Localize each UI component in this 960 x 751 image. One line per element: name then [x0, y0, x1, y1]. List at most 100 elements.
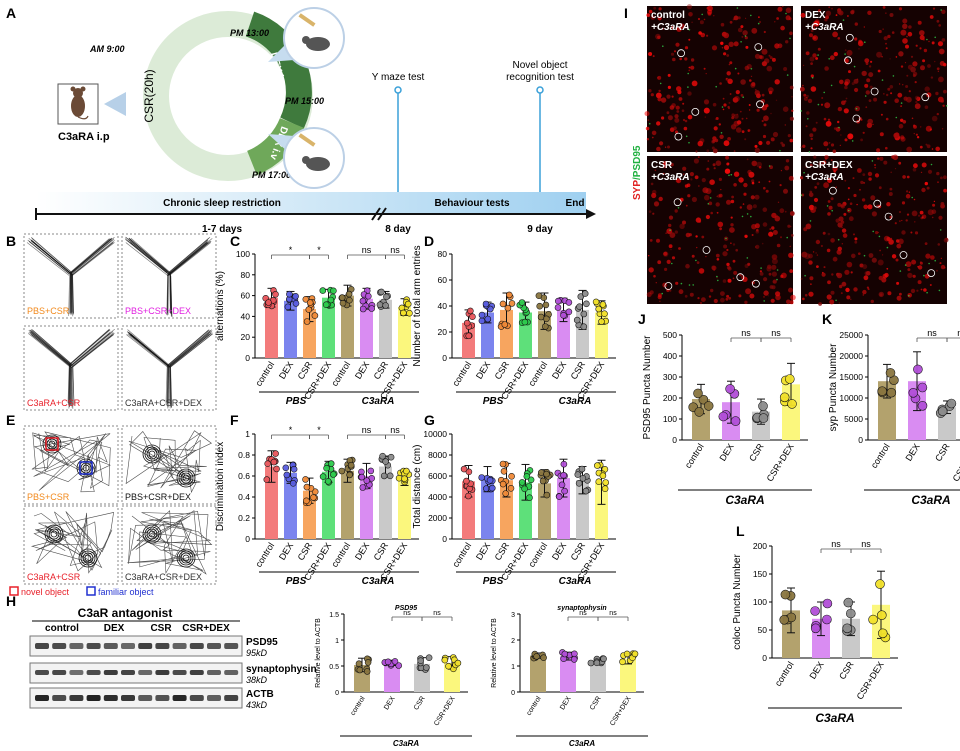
syp-puncta: [902, 120, 907, 124]
syp-puncta: [703, 99, 710, 105]
bar: [398, 478, 411, 539]
syp-puncta: [732, 259, 736, 263]
syp-puncta: [728, 296, 732, 300]
psd95-puncta: [730, 173, 733, 176]
syp-puncta: [661, 27, 664, 30]
syp-puncta: [890, 92, 893, 95]
y-tick-label: 80: [241, 270, 251, 280]
syp-puncta: [666, 259, 671, 264]
panel-label-a: A: [6, 5, 16, 21]
panel-label-j: J: [638, 311, 646, 327]
bar-label-behaviour: Behaviour tests: [434, 198, 509, 209]
syp-puncta: [729, 20, 733, 24]
syp-puncta: [648, 89, 652, 93]
object-exploration-trace: [44, 436, 60, 452]
object-exploration-trace: [50, 530, 58, 538]
syp-puncta: [862, 131, 865, 134]
object-exploration-trace: [78, 460, 94, 476]
ymaze-track: [68, 364, 71, 404]
syp-puncta: [827, 148, 829, 151]
syp-puncta: [932, 7, 936, 10]
syp-puncta: [839, 79, 844, 85]
syp-puncta: [848, 216, 854, 222]
syp-puncta: [675, 105, 680, 110]
syp-puncta: [711, 146, 715, 150]
y-tick-label: 2000: [428, 513, 447, 523]
ymaze-box-4: C3aRA+CSR+DEX: [121, 325, 217, 411]
syp-puncta: [733, 41, 739, 47]
data-point: [339, 299, 347, 307]
data-point: [286, 290, 293, 298]
psd95-puncta: [717, 279, 719, 282]
ymaze-track: [125, 242, 168, 276]
nor-label-2: recognition test: [506, 72, 574, 83]
psd95-stain-label: /PSD95: [632, 145, 643, 180]
syp-puncta: [914, 221, 916, 223]
data-point: [292, 292, 299, 300]
syp-puncta: [862, 294, 865, 296]
syp-puncta: [913, 132, 915, 135]
syp-puncta: [916, 136, 920, 139]
syp-puncta: [847, 136, 849, 139]
syp-puncta: [898, 238, 904, 245]
syp-puncta: [780, 170, 783, 172]
colocalization-circle: [752, 279, 760, 288]
blot-band: [69, 670, 84, 675]
syp-puncta: [803, 227, 808, 232]
blot-band: [138, 670, 153, 675]
syp-puncta: [738, 177, 744, 183]
syp-puncta: [748, 104, 751, 106]
blot-row-size: 95kD: [246, 648, 268, 658]
psd95-puncta: [688, 284, 691, 286]
syp-puncta: [662, 164, 668, 169]
syp-puncta: [742, 30, 748, 36]
syp-puncta: [846, 295, 851, 300]
syp-puncta: [656, 146, 661, 152]
syp-puncta: [902, 18, 908, 24]
group-label-c3ara: C3aRA: [559, 576, 592, 587]
syp-puncta: [941, 128, 944, 130]
syp-puncta: [861, 70, 867, 77]
syp-puncta: [694, 175, 699, 180]
sig-label: ns: [609, 610, 617, 617]
syp-puncta: [873, 97, 878, 102]
y-tick-label: 40: [241, 311, 251, 321]
data-point: [273, 465, 280, 473]
syp-puncta: [783, 67, 788, 71]
syp-puncta: [667, 73, 671, 77]
psd95-puncta: [687, 72, 689, 75]
psd95-puncta: [811, 77, 814, 79]
group-label-c3ara: C3aRA: [569, 739, 595, 748]
syp-puncta: [695, 217, 702, 223]
syp-puncta: [807, 98, 813, 104]
syp-puncta: [746, 204, 753, 211]
y-tick-label: 200: [663, 393, 677, 403]
syp-puncta: [704, 194, 710, 201]
object-exploration-trace: [48, 528, 60, 540]
syp-puncta: [812, 35, 818, 41]
y-tick-label: 500: [663, 330, 677, 340]
object-exploration-trace: [44, 524, 64, 544]
data-point: [364, 659, 372, 666]
data-point: [499, 480, 507, 488]
y-tick-label: 0.5: [329, 664, 339, 671]
syp-puncta: [866, 286, 870, 289]
psd95-puncta: [908, 294, 910, 297]
syp-puncta: [868, 72, 874, 78]
syp-puncta: [830, 197, 834, 201]
psd95-puncta: [757, 22, 760, 25]
syp-puncta: [667, 85, 672, 89]
syp-puncta: [712, 102, 717, 107]
category-label: DEX: [903, 442, 921, 463]
group-label-c3ara: C3aRA: [815, 711, 854, 725]
blot-band: [69, 643, 84, 649]
syp-puncta: [788, 175, 794, 181]
syp-puncta: [871, 257, 877, 263]
syp-puncta: [906, 74, 909, 77]
syp-puncta: [674, 114, 679, 119]
syp-puncta: [820, 103, 824, 106]
syp-puncta: [812, 251, 815, 253]
open-field-box-3: C3aRA+CSR: [23, 505, 119, 585]
blot-strip: [29, 635, 243, 657]
syp-puncta: [932, 203, 936, 207]
